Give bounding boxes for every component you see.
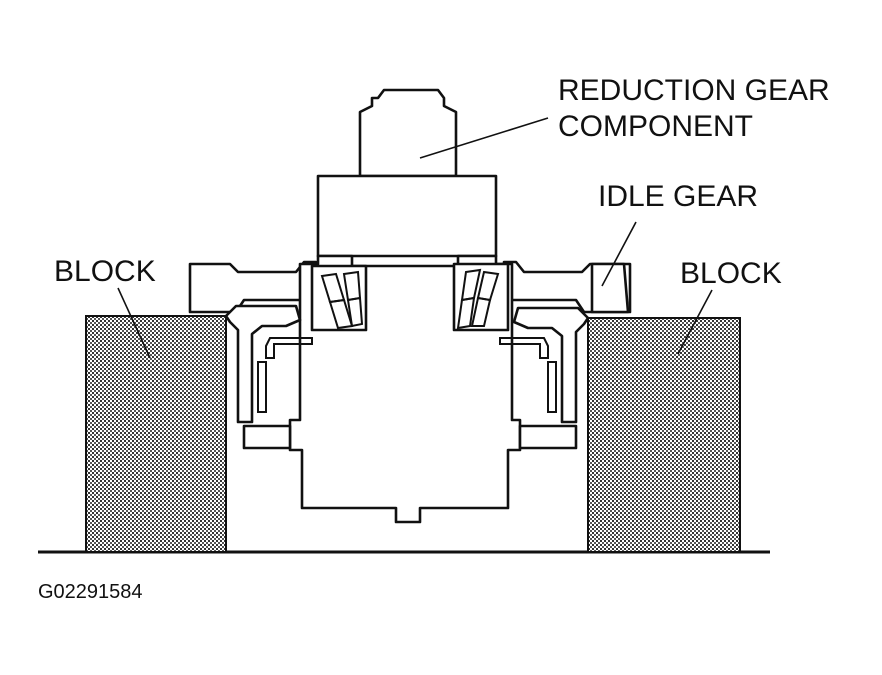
block-left-leader	[117, 287, 151, 359]
retainer-right	[499, 306, 590, 424]
figure-id: G02291584	[38, 581, 143, 603]
idle-gear-leader	[601, 221, 637, 287]
label-block-left: BLOCK	[54, 255, 156, 288]
reduction-gear-leader	[419, 117, 549, 159]
idle-gear-shape	[188, 260, 632, 314]
label-idle-gear: IDLE GEAR	[598, 180, 758, 213]
bearing-right	[452, 262, 510, 332]
retainer-left	[224, 304, 313, 424]
label-reduction-gear-line1: REDUCTION GEAR	[558, 74, 830, 107]
block-right-shape	[587, 317, 741, 553]
block-left-shape	[85, 315, 227, 553]
block-right-leader	[677, 289, 713, 355]
label-block-right: BLOCK	[680, 257, 782, 290]
label-reduction-gear-line2: COMPONENT	[558, 110, 753, 143]
bearing-left	[310, 264, 368, 332]
